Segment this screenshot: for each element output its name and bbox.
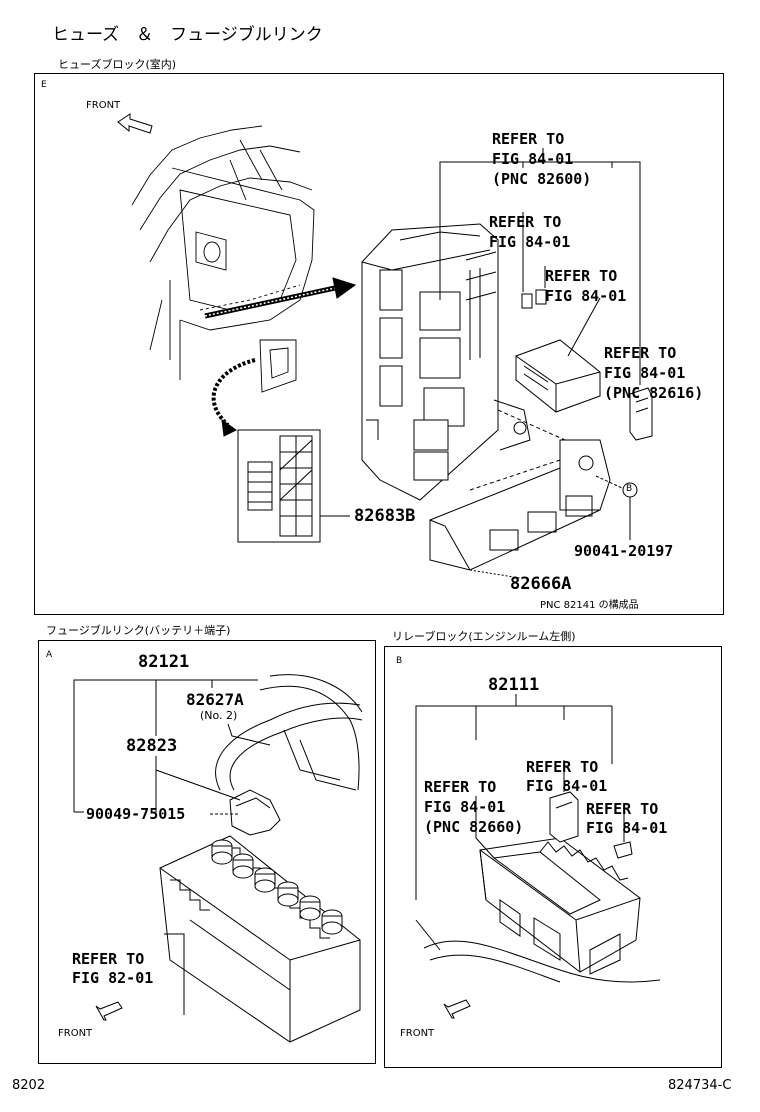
relay-block-panel [384, 646, 722, 1068]
part-90049-75015: 90049-75015 [86, 805, 186, 823]
cable-drawing [215, 674, 363, 836]
part-82121: 82121 [138, 652, 190, 672]
part-82666a: 82666A [510, 574, 572, 594]
callout-b: B [626, 484, 633, 494]
fuse-small-drawing [521, 289, 547, 309]
page-title: ヒューズ ＆ フュージブルリンク [52, 25, 323, 45]
panel-b-caption: リレーブロック(エンジンルーム左側) [392, 630, 576, 643]
relay-block-drawing [479, 837, 641, 975]
fuse-block-panel [34, 73, 724, 615]
front-label-top: FRONT [86, 100, 121, 111]
part-90041-20197: 90041-20197 [574, 542, 674, 560]
top-panel-corner-mark: E [41, 80, 47, 90]
part-82111: 82111 [488, 675, 540, 695]
fuse-b-drawing [549, 791, 579, 843]
wire-harness-b [415, 919, 661, 983]
dashboard-drawing [131, 125, 315, 393]
bracket-drawing [429, 439, 611, 571]
front-label-b: FRONT [400, 1028, 435, 1039]
part-82627a-sub: (No. 2) [200, 709, 238, 722]
part-82823: 82823 [126, 736, 178, 756]
panel-a-corner-mark: A [46, 650, 53, 660]
pointer-arrow [204, 277, 357, 319]
battery-drawing [159, 835, 361, 1043]
panel-a-caption: フュージブルリンク(バッテリ＋端子) [46, 624, 231, 637]
fusible-link-panel [38, 640, 376, 1064]
footer-page-code: 8202 [12, 1078, 46, 1093]
fusible-link-small-drawing [629, 387, 653, 441]
part-82627a: 82627A [186, 690, 244, 709]
panel-b-corner-mark: B [396, 656, 403, 666]
front-label-a: FRONT [58, 1028, 93, 1039]
pnc-note: PNC 82141 の構成品 [540, 600, 639, 611]
fuse-label-sheet [237, 429, 321, 543]
footer-figure-code: 824734-C [668, 1078, 732, 1093]
front-arrow-icon [117, 113, 153, 134]
fuse-b-small-drawing [613, 841, 633, 859]
part-82683b: 82683B [354, 506, 416, 526]
front-arrow-b-icon [443, 999, 471, 1019]
relay-drawing [515, 339, 601, 413]
front-arrow-a-icon [95, 1001, 123, 1021]
top-panel-caption: ヒューズブロック(室内) [58, 58, 177, 71]
